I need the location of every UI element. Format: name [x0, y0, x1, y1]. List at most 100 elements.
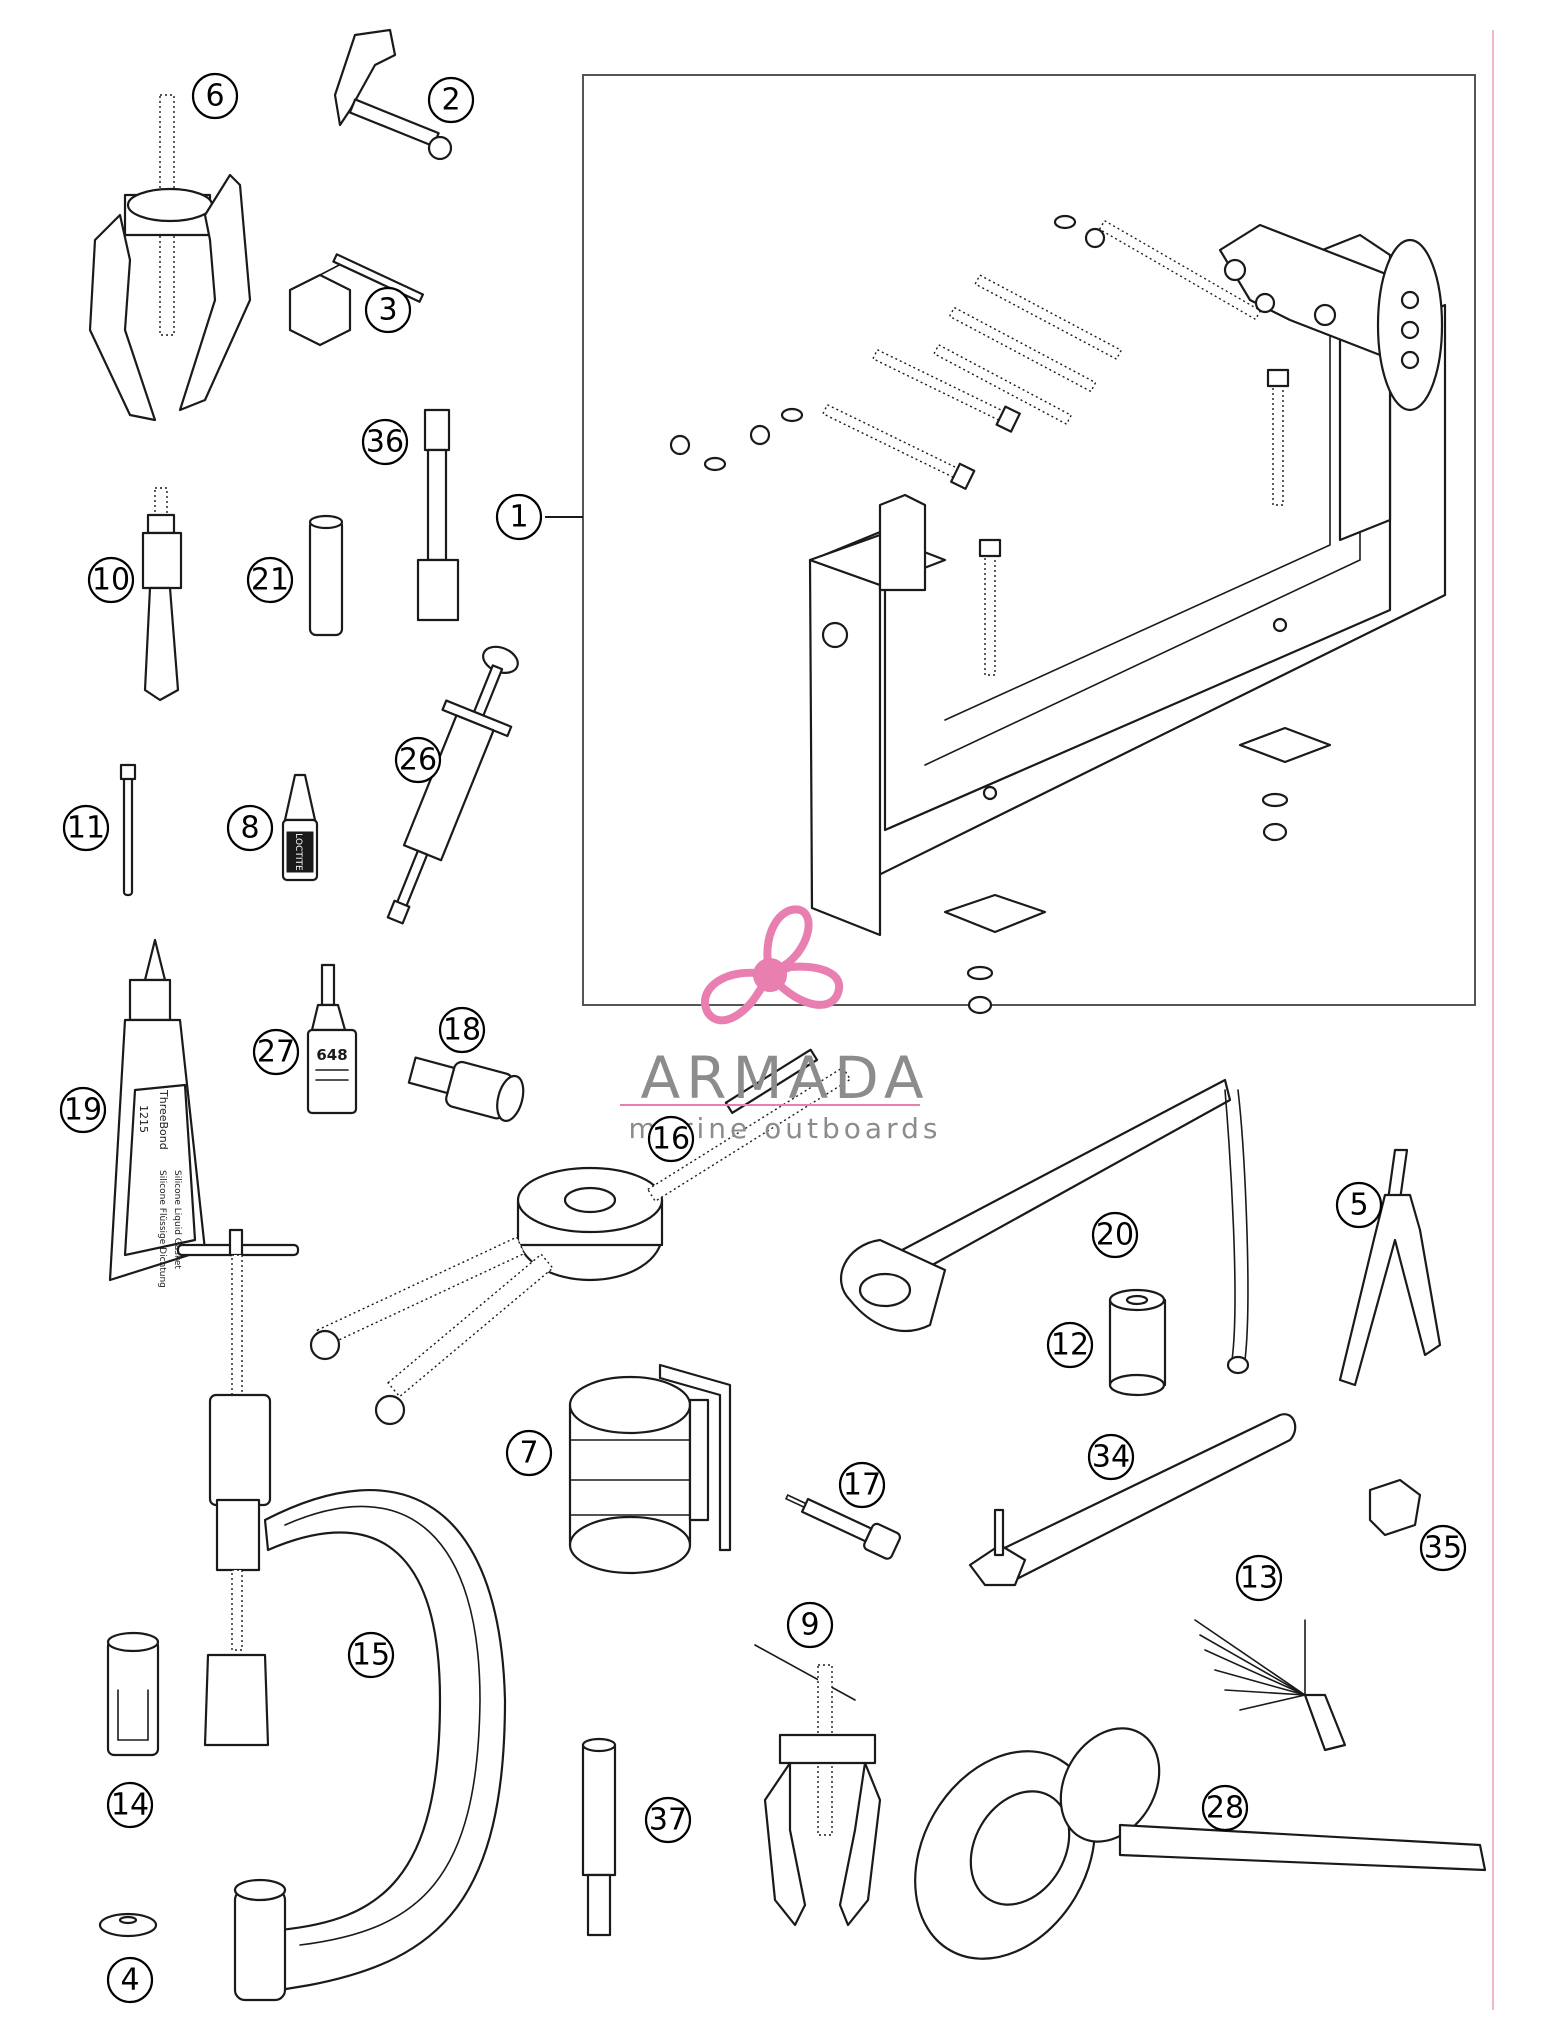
callout-circle: [106, 1781, 154, 1829]
part-13-feeler-gauge: [1194, 1619, 1347, 1752]
callout-number: 18: [443, 1013, 481, 1048]
callout-circle: [1419, 1524, 1467, 1572]
callout-circle: [226, 804, 274, 852]
bottle-27-number: 648: [316, 1046, 347, 1064]
callout-number: 3: [378, 293, 397, 328]
callout-number: 9: [800, 1608, 819, 1643]
callout-number: 12: [1051, 1328, 1089, 1363]
callout-number: 15: [352, 1638, 390, 1673]
part-9-puller: [754, 1644, 882, 1927]
threebond-brand: ThreeBond: [157, 1089, 170, 1150]
callout-circle: [106, 1956, 154, 2004]
callout-28: 28: [1201, 1784, 1249, 1832]
part-7-ring-compressor: [568, 1363, 732, 1575]
part-1-engine-stand: [545, 74, 1476, 1015]
callout-35: 35: [1419, 1524, 1467, 1572]
callout-circle: [647, 1115, 695, 1163]
callout-number: 26: [399, 743, 437, 778]
callout-number: 8: [240, 811, 259, 846]
callout-37: 37: [644, 1796, 692, 1844]
part-5-pliers: [1338, 1148, 1442, 1387]
callout-number: 7: [519, 1436, 538, 1471]
callout-circle: [62, 804, 110, 852]
callout-20: 20: [1091, 1211, 1139, 1259]
part-35-nut-socket: [1368, 1478, 1422, 1537]
part-26-syringe: [386, 645, 519, 925]
callout-number: 4: [120, 1963, 139, 1998]
callout-34: 34: [1087, 1433, 1135, 1481]
callout-number: 11: [67, 811, 105, 846]
callout-number: 19: [64, 1093, 102, 1128]
callout-2: 2: [427, 76, 475, 124]
callout-27: 27: [252, 1028, 300, 1076]
callout-12: 12: [1046, 1321, 1094, 1369]
part-12-bushing: [1108, 1288, 1167, 1397]
threebond-number: 1215: [137, 1105, 150, 1133]
bottle-8-label: LOCTITE: [293, 833, 303, 871]
part-27-bottle: 648: [306, 963, 358, 1115]
callout-circle: [1046, 1321, 1094, 1369]
part-14-spacer: [106, 1631, 160, 1757]
callout-number: 28: [1206, 1791, 1244, 1826]
callout-circle: [1087, 1433, 1135, 1481]
callout-circle: [252, 1028, 300, 1076]
callout-circle: [505, 1429, 553, 1477]
callout-16: 16: [647, 1115, 695, 1163]
part-18-adapter-socket: [407, 1056, 525, 1122]
callout-19: 19: [59, 1086, 107, 1134]
part-11-pin: [119, 763, 137, 897]
callout-9: 9: [786, 1601, 834, 1649]
callout-circle: [495, 493, 543, 541]
part-8-loctite-bottle: LOCTITE: [281, 773, 319, 882]
callout-8: 8: [226, 804, 274, 852]
callout-number: 6: [205, 79, 224, 114]
callout-number: 10: [92, 563, 130, 598]
part-15-press-frame: [176, 1228, 507, 2002]
callout-circle: [347, 1631, 395, 1679]
callout-circle: [394, 736, 442, 784]
callout-number: 5: [1349, 1188, 1368, 1223]
callout-36: 36: [361, 418, 409, 466]
part-28-flywheel-holder: [914, 1727, 1487, 1960]
callout-layer: 6 2 3 36 1 10 21 26 11 8 27 18 19 16 20 …: [59, 72, 1467, 2004]
callout-11: 11: [62, 804, 110, 852]
callout-number: 37: [649, 1803, 687, 1838]
armada-watermark: ARMADA marine outboards: [620, 905, 937, 1145]
callout-21: 21: [246, 556, 294, 604]
callout-number: 20: [1096, 1218, 1134, 1253]
threebond-note-1: Silicone Liquid Gasket: [172, 1170, 182, 1269]
part-16-holding-tool: [309, 1048, 852, 1426]
callout-26: 26: [394, 736, 442, 784]
threebond-note-2: Silicone Flüssige Dichtung: [157, 1170, 167, 1288]
callout-10: 10: [87, 556, 135, 604]
callout-5: 5: [1335, 1181, 1383, 1229]
callout-number: 14: [111, 1788, 149, 1823]
part-3-adapter: [288, 253, 424, 347]
callout-circle: [1201, 1784, 1249, 1832]
part-19-threebond-tube: ThreeBond 1215 Silicone Liquid Gasket Si…: [108, 938, 207, 1288]
callout-circle: [59, 1086, 107, 1134]
callout-3: 3: [364, 286, 412, 334]
callout-number: 34: [1092, 1440, 1130, 1475]
callout-1: 1: [495, 493, 543, 541]
callout-number: 27: [257, 1035, 295, 1070]
callout-18: 18: [438, 1006, 486, 1054]
part-2-bracket-bolt: [333, 28, 453, 161]
callout-6: 6: [191, 72, 239, 120]
callout-number: 17: [843, 1468, 881, 1503]
part-10-slide-hammer-tip: [141, 487, 183, 702]
callout-14: 14: [106, 1781, 154, 1829]
part-37-driver: [581, 1737, 617, 1937]
callout-number: 21: [251, 563, 289, 598]
callout-number: 2: [441, 83, 460, 118]
callout-circle: [1335, 1181, 1383, 1229]
callout-circle: [1091, 1211, 1139, 1259]
part-17-valve-tool: [784, 1494, 902, 1560]
callout-number: 1: [509, 500, 528, 535]
callout-17: 17: [838, 1461, 886, 1509]
callout-13: 13: [1235, 1554, 1283, 1602]
callout-circle: [438, 1006, 486, 1054]
part-6-puller: [88, 94, 252, 422]
callout-4: 4: [106, 1956, 154, 2004]
part-34-pin-spanner: [968, 1413, 1297, 1587]
